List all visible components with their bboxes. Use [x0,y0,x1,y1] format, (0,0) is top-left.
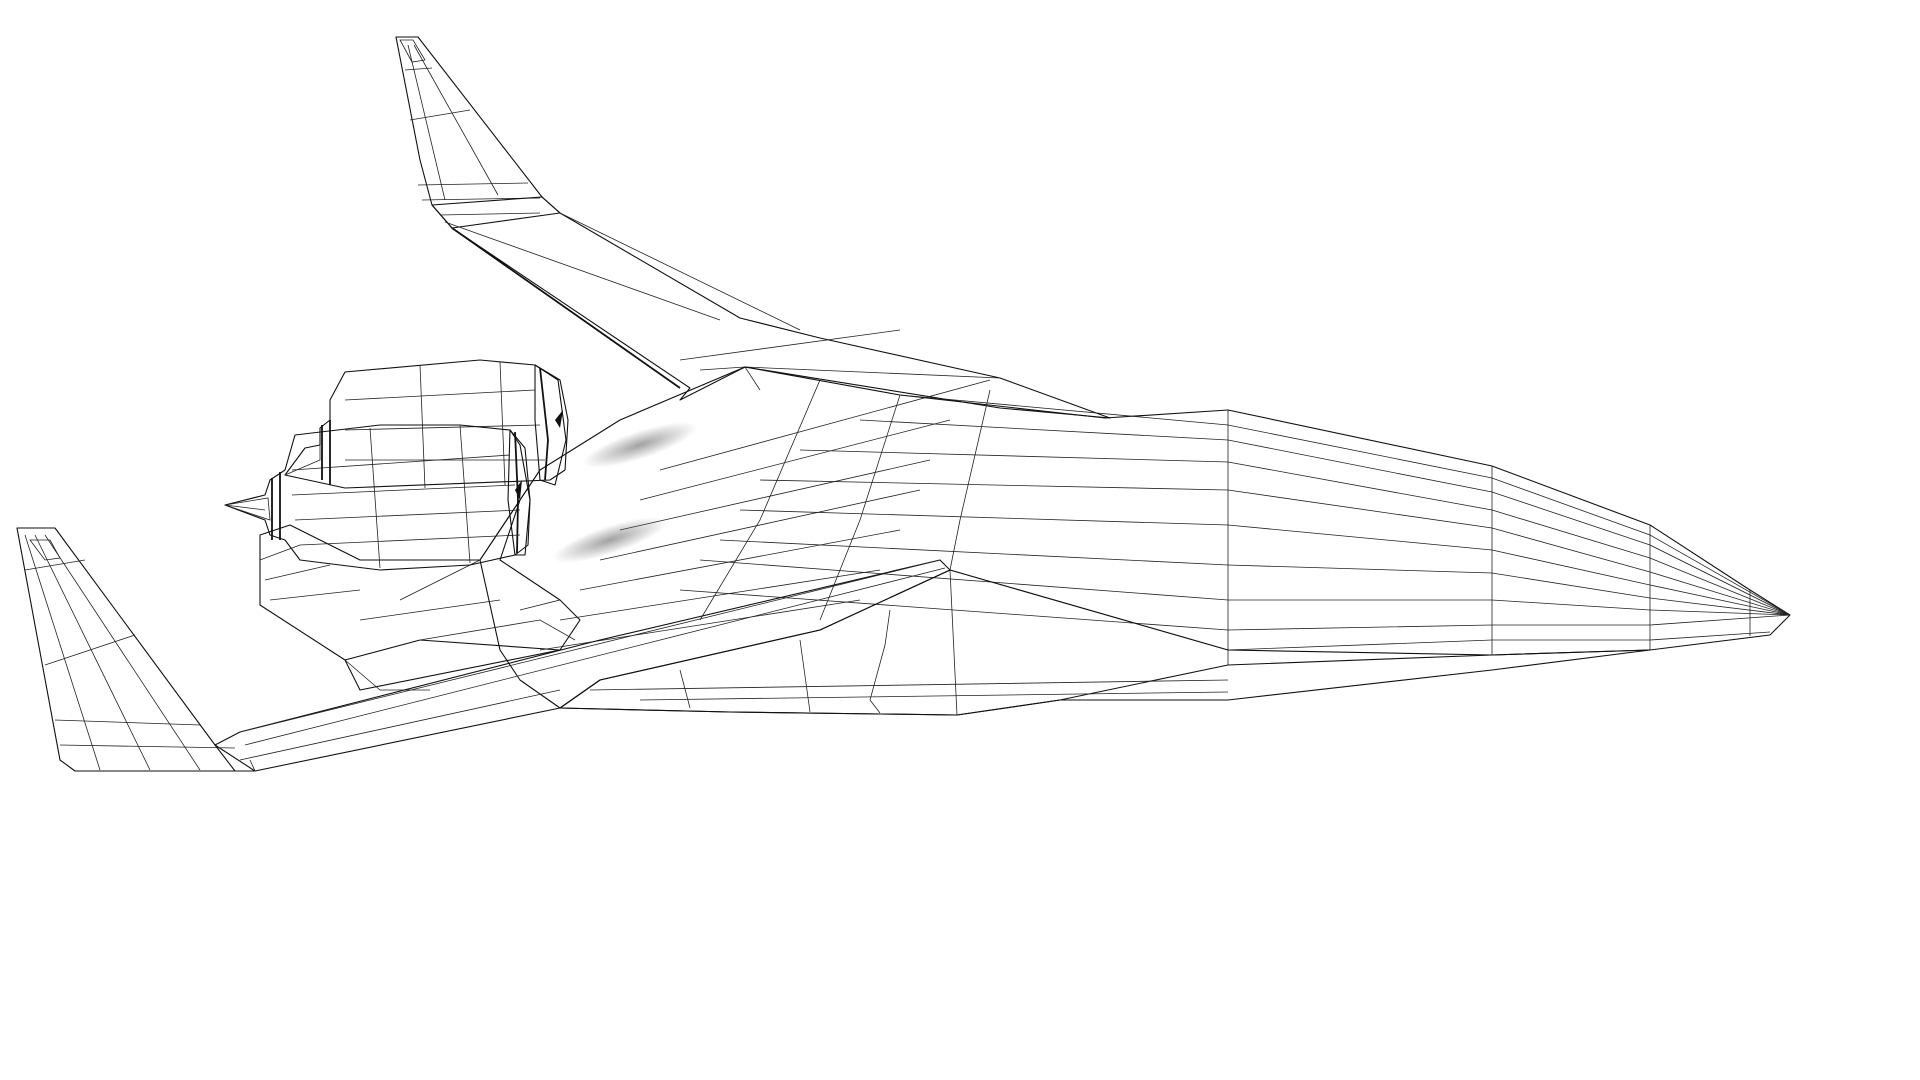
fuselage-belly [559,569,1651,716]
lower-wing [214,559,951,772]
lower-winglet [16,527,256,772]
engine-nacelle-upper [284,359,569,489]
engine-nacelle-lower [224,424,531,571]
fuselage [479,366,1791,716]
upper-wing [431,196,1111,419]
engine-shadow [582,422,698,468]
upper-winglet [395,36,561,229]
engine-shadow [552,517,668,563]
rear-body [259,469,581,691]
